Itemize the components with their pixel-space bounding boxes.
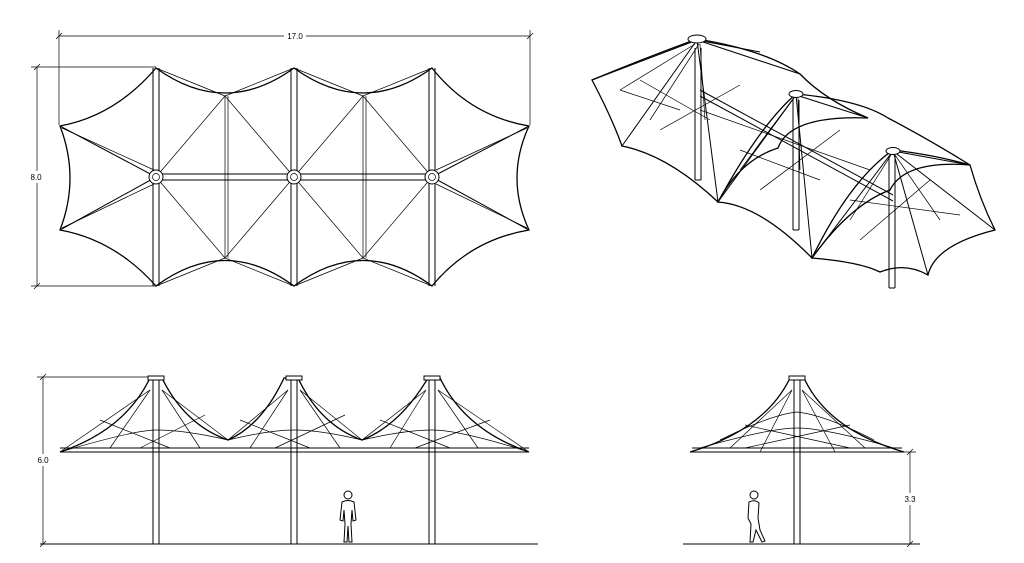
front-height-label: 6.0: [37, 456, 49, 465]
side-clearance-label: 3.3: [904, 495, 916, 504]
perspective-module-2: [699, 90, 971, 260]
plan-module-2: [224, 67, 364, 287]
plan-module-3: [362, 67, 530, 287]
front-module-2: [227, 375, 363, 544]
plan-module-1: [59, 67, 226, 287]
plan-view: 17.0 8.0: [28, 30, 534, 290]
front-dimension-height: 6.0: [33, 373, 152, 548]
side-elevation: 3.3: [683, 375, 920, 548]
plan-dimension-width: 8.0: [28, 63, 156, 290]
plan-width-label: 8.0: [30, 173, 42, 182]
side-dimension-clearance: 3.3: [855, 448, 920, 548]
front-module-1: [59, 375, 229, 544]
front-elevation: 6.0: [33, 373, 538, 548]
scale-figure-front: [339, 490, 357, 543]
front-module-3: [361, 375, 530, 544]
mast-hub-3: [424, 169, 440, 185]
mast-hub-1: [148, 169, 164, 185]
mast-hub-2: [286, 169, 302, 185]
front-canopy-top: [59, 377, 530, 453]
perspective-ridge-beam-2: [699, 95, 894, 202]
perspective-ridge-beam: [699, 89, 894, 196]
perspective-view: [591, 34, 996, 289]
perspective-module-1: [591, 34, 869, 204]
plan-length-label: 17.0: [287, 32, 303, 41]
plan-dimension-length: 17.0: [55, 30, 534, 125]
scale-figure-side: [747, 490, 766, 543]
perspective-module-3: [810, 147, 996, 289]
